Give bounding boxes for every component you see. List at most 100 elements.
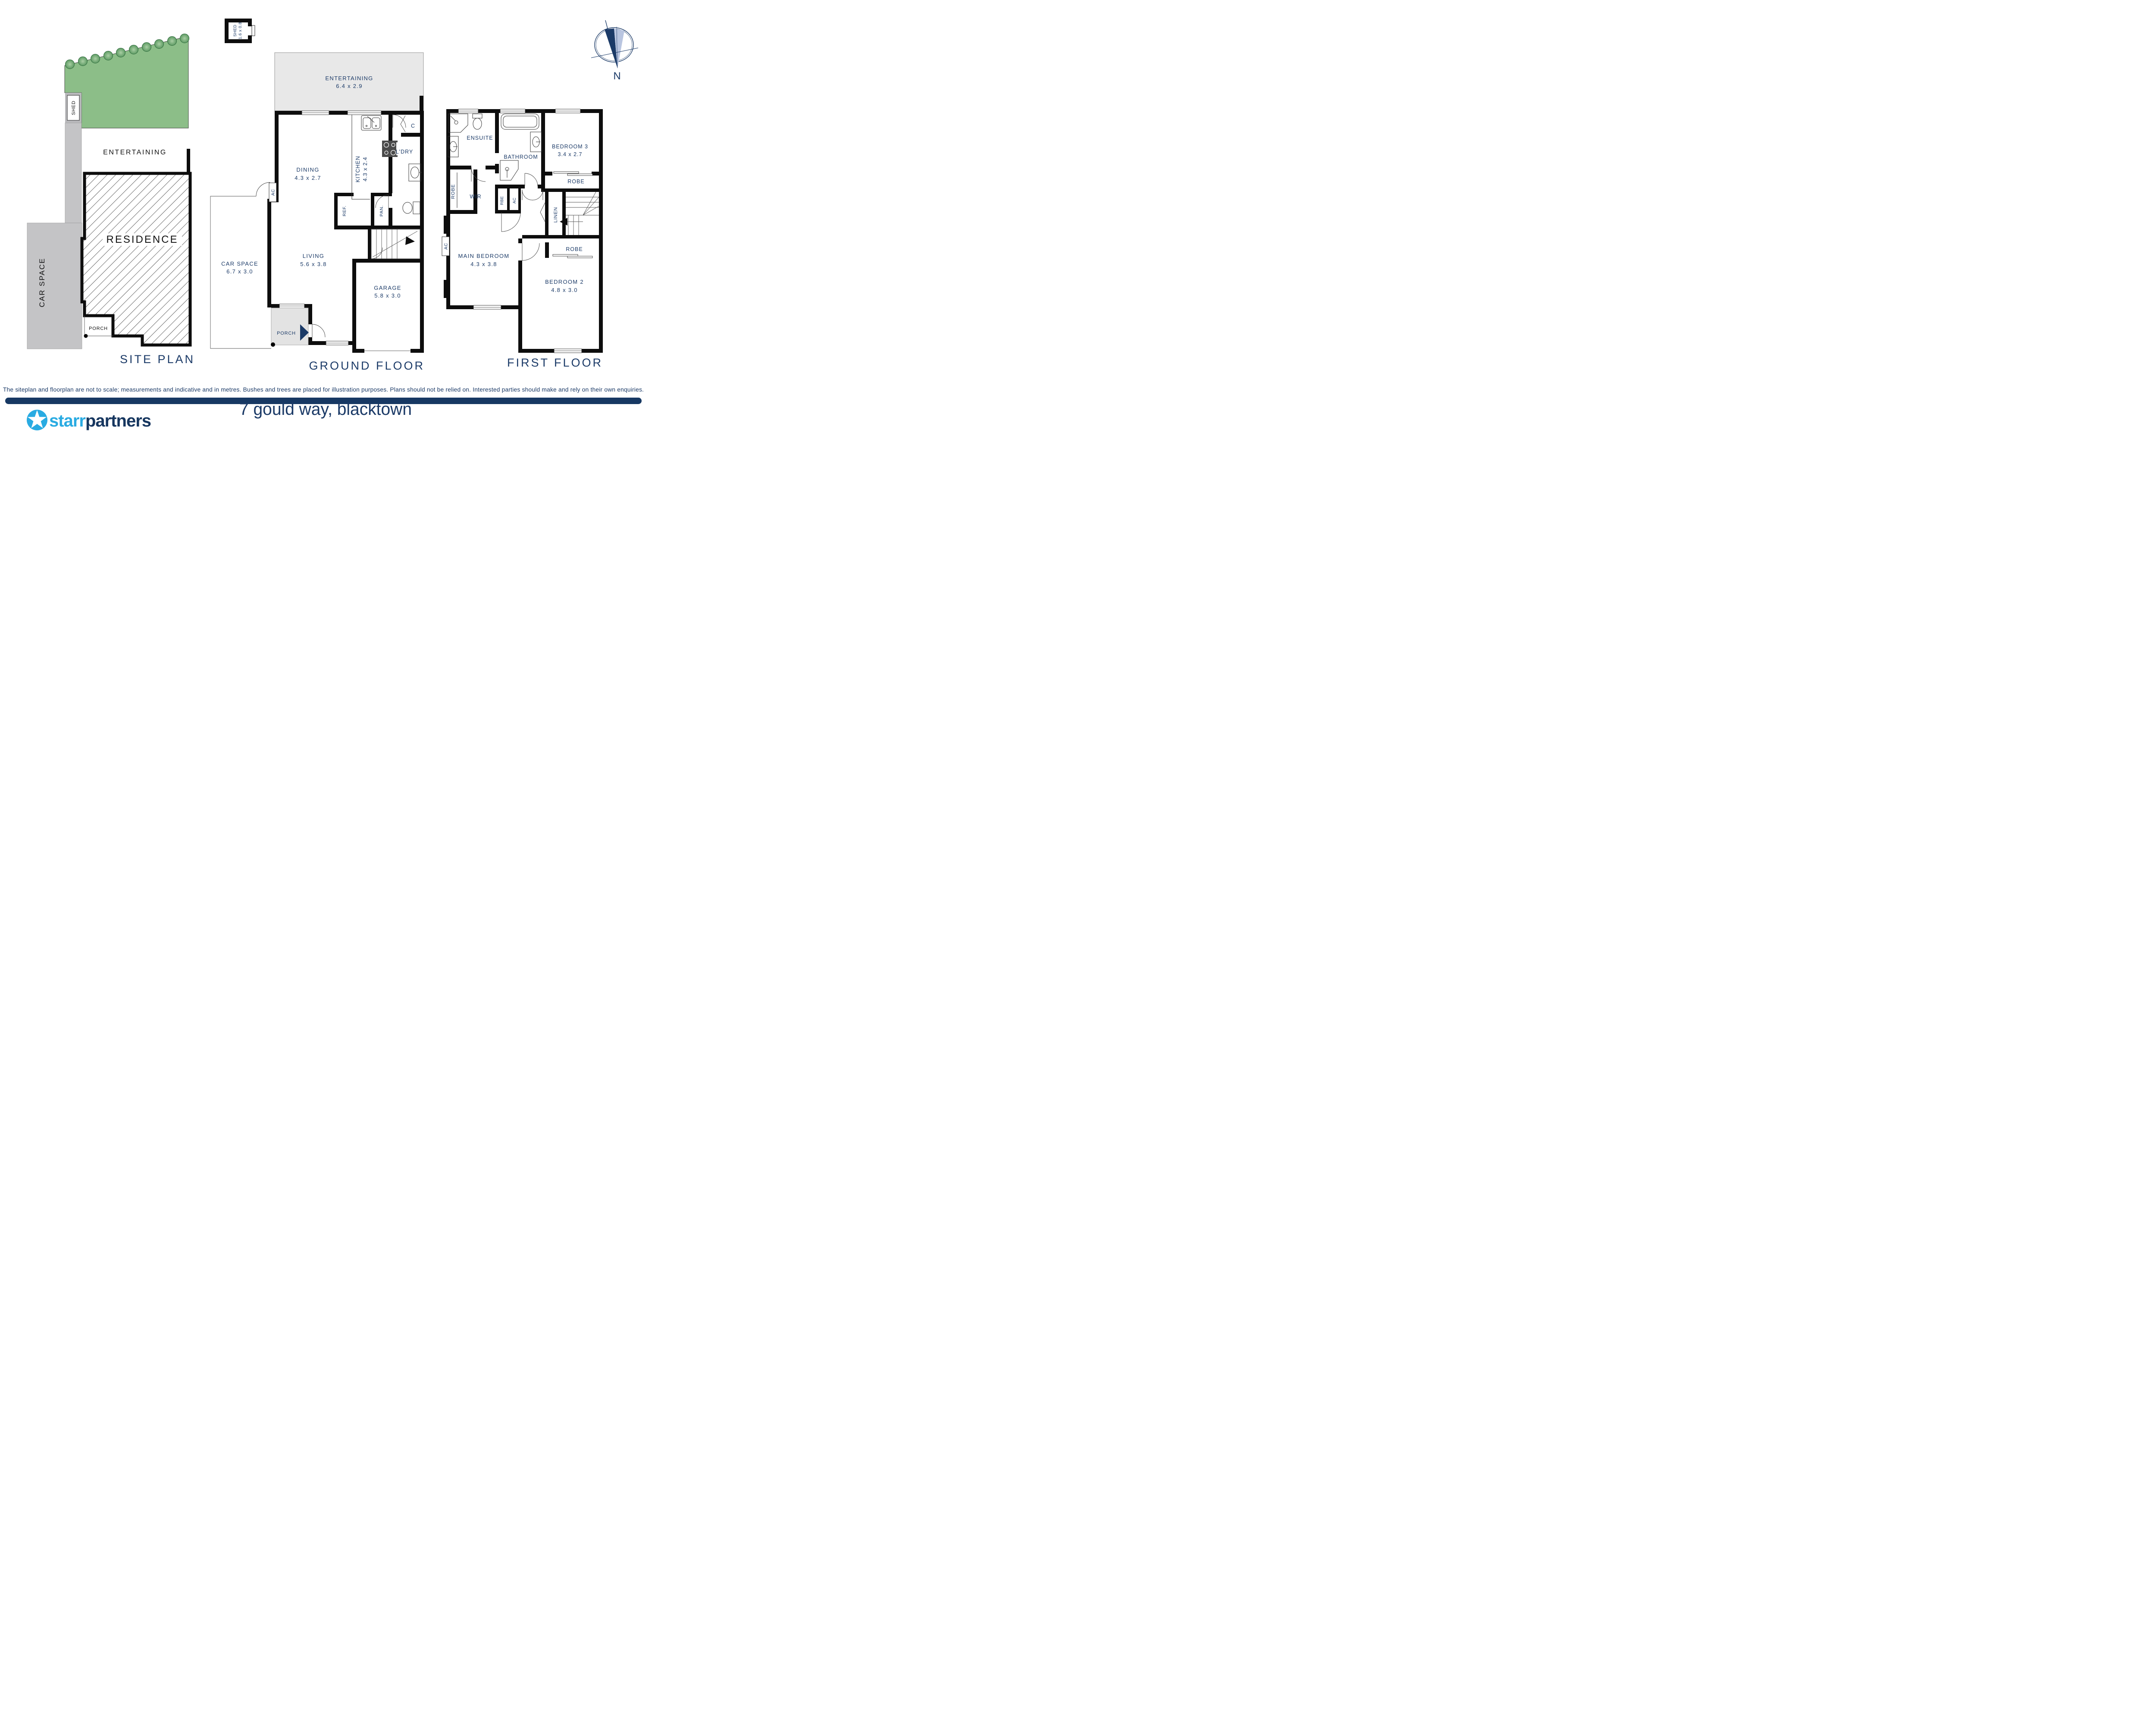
gf-entertaining-dims: 6.4 x 2.9 [336,83,363,89]
gf-car-space-outline [210,196,271,349]
stairs-ground [371,229,420,259]
address-text: 7 gould way, blacktown [239,400,412,419]
disclaimer-text: The siteplan and floorplan are not to sc… [3,386,644,393]
gf-porch-area [271,307,309,345]
starr-partners-logo: starrpartners [27,410,151,430]
main-bedroom-dims: 4.3 x 3.8 [470,261,497,267]
gf-car-space-dims: 6.7 x 3.0 [226,268,253,275]
site-entertaining-label: ENTERTAINING [103,149,167,156]
logo-starr: starr [49,411,85,430]
living-dims: 5.6 x 3.8 [300,261,327,267]
bush-icon [154,39,164,49]
ground-floor: SHED 1.6 x 0.8 ENTERTAINING 6.4 x 2.9 [210,19,425,372]
ff-windows [458,109,582,353]
site-wall-stub [187,149,190,173]
linen-label: LINEN [553,207,558,223]
ensuite-label: ENSUITE [467,135,493,141]
site-plan-title: SITE PLAN [120,353,195,366]
gf-shed-door [251,25,255,36]
first-floor: AC ENSUITE BATHROOM BEDROOM 3 3.4 x 2.7 … [442,109,603,369]
site-car-space-label: CAR SPACE [38,258,46,307]
bush-icon [167,36,177,46]
site-car-space [27,223,82,349]
shower-icon [448,113,468,133]
pantry-label: PAN. [379,205,384,216]
robe-bed3-label: ROBE [567,179,584,185]
closet-door-icon [400,115,406,132]
fridge-label: REF. [342,205,347,216]
bedroom3-label: BEDROOM 3 [552,144,588,150]
compass-icon: N [591,20,639,82]
kitchen-dims: 4.3 x 2.4 [362,157,368,182]
bedroom3-dims: 3.4 x 2.7 [558,151,583,157]
bush-icon [129,45,138,54]
bush-icon [116,48,125,57]
gf-car-space-label: CAR SPACE [221,260,258,267]
logo-star-cutout [28,410,47,428]
dining-label: DINING [296,166,319,173]
ff-ac-wall-label: AC [444,243,449,250]
gf-entertaining-label: ENTERTAINING [325,75,373,82]
site-shed-inner [67,95,80,121]
cupboard-label: C [411,123,415,129]
bathroom-label: BATHROOM [504,154,538,160]
bedroom2-dims: 4.8 x 3.0 [551,287,578,293]
brand-bar [5,398,642,404]
bush-icon [103,51,113,60]
bathtub-icon [501,113,539,130]
gf-entry-arrow [300,324,309,341]
gf-entertaining-area [274,52,424,111]
rbe-label: RBE [500,196,505,205]
gf-ac-label: AC [271,189,276,196]
bush-icon [91,54,100,63]
gf-porch-dot [271,342,275,347]
ff-bathroom [500,113,542,181]
washtub-icon [408,163,422,182]
floorplan-drawing: SHED CAR SPACE ENTERTAINING RESIDENCE PO… [3,19,644,430]
ff-ensuite [448,113,483,208]
north-needle-light [614,28,624,68]
living-label: LIVING [303,253,324,259]
kitchen-label: KITCHEN [355,156,361,182]
shower-icon [500,160,519,181]
toilet-icon [472,113,483,130]
robe-left-label: ROBE [451,184,456,199]
robe-bed2-label: ROBE [566,246,583,252]
stairs-arrow-icon [560,218,567,226]
dining-dims: 4.3 x 2.7 [295,175,321,181]
site-residence [80,172,192,347]
bush-icon [65,60,75,69]
first-floor-title: FIRST FLOOR [507,356,603,369]
stairs-arrow-icon [405,236,415,245]
site-porch-dot [84,334,88,338]
north-needle-dark [605,28,617,68]
logo-partners: partners [85,411,151,430]
kitchen-bench [351,115,370,200]
bush-icon [78,56,88,66]
sink-icon [361,115,382,131]
closet-door-icon [540,202,545,222]
footer: The siteplan and floorplan are not to sc… [3,386,644,430]
gf-kitchen [351,115,398,200]
site-porch-label: PORCH [89,326,108,331]
ff-robes [552,171,593,258]
gf-shed: SHED 1.6 x 0.8 [225,19,255,43]
stairs-first [560,191,599,235]
site-residence-label-bg [103,233,182,246]
bush-icon [142,42,151,52]
floorplan-page: SHED CAR SPACE ENTERTAINING RESIDENCE PO… [0,0,647,431]
wir-label: WIR [470,194,481,200]
garage-dims: 5.8 x 3.0 [374,292,401,299]
garage-label: GARAGE [374,285,401,291]
svg-text:starrpartners: starrpartners [49,411,151,430]
gf-laundry [402,163,422,214]
ground-floor-title: GROUND FLOOR [309,359,425,372]
bedroom2-label: BEDROOM 2 [545,279,584,285]
vanity-icon [448,136,459,157]
bush-row [65,34,189,69]
main-bedroom-label: MAIN BEDROOM [458,253,510,259]
site-shed-label: SHED [71,100,76,115]
vanity-icon [530,132,542,152]
site-driveway [65,122,82,223]
gf-shed-dims: 1.6 x 0.8 [238,22,243,39]
